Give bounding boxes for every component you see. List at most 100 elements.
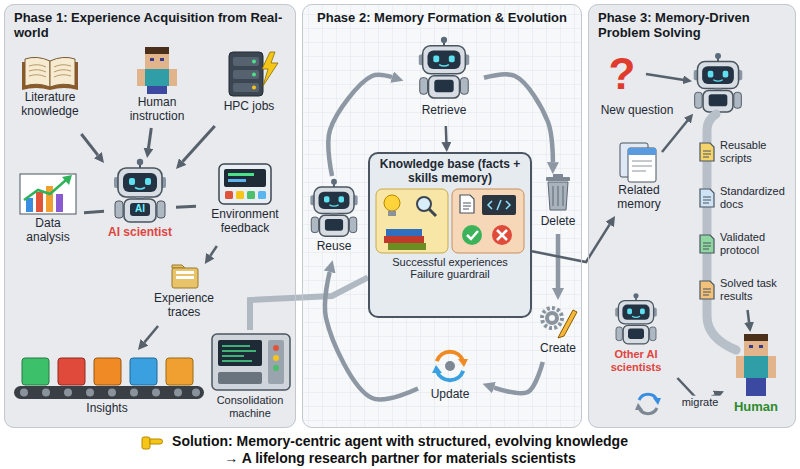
item-label: Experience traces: [138, 292, 230, 320]
icon-space: [596, 140, 682, 184]
knowledge-base-art: [417, 197, 431, 211]
knowledge-base-art: [388, 243, 426, 250]
human-figure: [150, 58, 154, 61]
create-icon: [542, 308, 577, 338]
kb-title: Knowledge base (facts + skills memory): [376, 158, 524, 186]
conveyor-belt: [130, 389, 138, 397]
kb-note: Failure guardrail: [376, 268, 524, 281]
consolidation-machine: [273, 355, 279, 361]
trash-can: [546, 177, 570, 181]
output-doc: Validated protocol: [696, 224, 794, 264]
icon-space: [138, 264, 230, 292]
knowledge-base-art: [497, 230, 507, 240]
create-icon: [542, 308, 562, 328]
phase-heading: Phase 1: Experience Acquisition from Rea…: [14, 11, 286, 41]
book-icon: [22, 57, 78, 90]
trace-folder: [176, 271, 194, 274]
memory-arrow: [662, 120, 688, 152]
feedback-screen: [258, 191, 266, 199]
conveyor-belt: [166, 358, 193, 385]
item-label: Retrieve: [406, 104, 482, 118]
conveyor-belt: [94, 358, 121, 385]
robot-chest-label: AI: [130, 204, 150, 214]
ai-scientist-robot: [114, 159, 166, 222]
human-figure: [145, 47, 169, 54]
icon-space: [14, 54, 86, 91]
feedback-screen: [236, 191, 244, 199]
human-figure: [736, 334, 776, 396]
conveyor-belt: [14, 386, 204, 399]
knowledge-base-art: [452, 189, 524, 253]
source-item: Data analysis: [12, 172, 84, 258]
memory-item: Related memory: [594, 140, 684, 216]
feedback-screen: [219, 164, 271, 204]
book-icon: [29, 65, 71, 77]
operation-item: Update: [418, 346, 482, 418]
consolidation-machine: [268, 340, 284, 384]
icon-space: [216, 50, 282, 100]
connector: [84, 211, 104, 212]
human-figure: [145, 47, 169, 69]
item-label: Human instruction: [114, 96, 200, 124]
machine-box: Consolidation machine: [206, 330, 294, 426]
human-figure: [744, 334, 768, 356]
conveyor-belt: [130, 358, 157, 385]
connector: [183, 126, 215, 162]
connector: [144, 326, 158, 342]
connector: [176, 205, 196, 209]
icon-space: [306, 176, 362, 240]
item-label: Solved task results: [720, 277, 792, 302]
trace-item: Experience traces: [136, 264, 232, 326]
kb-note: Successful experiences: [376, 256, 524, 269]
server-icon: [229, 52, 263, 96]
conveyor-belt: [58, 358, 85, 385]
icon-space: [726, 332, 786, 400]
item-label: New question: [594, 104, 680, 118]
human-figure: [768, 356, 776, 378]
knowledge-base-art: [492, 225, 512, 245]
pointing-hand: [142, 437, 150, 449]
item-label: Human: [726, 400, 786, 415]
item-label: Insights: [14, 402, 200, 416]
related-memory-icon: [632, 161, 652, 171]
human-figure: [749, 345, 753, 348]
protocol-doc-icon: [700, 235, 714, 253]
phase-heading: Phase 2: Memory Formation & Evolution: [312, 11, 572, 26]
cycle-connector: [494, 362, 543, 393]
panel-ground: [302, 4, 582, 428]
create-icon: [549, 315, 555, 321]
caption-holder: Solution: Memory-centric agent with stru…: [168, 433, 632, 467]
icon-space: [198, 162, 292, 208]
trash-can: [553, 186, 563, 206]
related-memory-icon: [628, 148, 656, 182]
knowledge-base-art: [388, 211, 396, 216]
icon-space: [420, 346, 480, 388]
item-label: Delete: [538, 215, 578, 229]
chart-icon: [20, 174, 76, 214]
chart-icon: [46, 186, 53, 212]
item-label: HPC jobs: [216, 100, 282, 114]
label-holder: ?: [604, 52, 640, 96]
icon-space: [14, 172, 82, 217]
phase-heading: Phase 3: Memory-Driven Problem Solving: [598, 11, 786, 41]
panel-ground: [302, 4, 582, 428]
human-figure: [744, 356, 768, 378]
solver-robot: [694, 53, 743, 112]
output-doc: Standardized docs: [696, 178, 794, 218]
phase-panel: Phase 2: Memory Formation & EvolutionRet…: [302, 4, 582, 428]
conveyor-belt: [64, 389, 72, 397]
consolidation-machine: [212, 334, 290, 390]
related-memory-icon: [620, 143, 656, 182]
chart-icon: [36, 192, 43, 212]
caption: Solution: Memory-centric agent with stru…: [168, 433, 632, 467]
panel-ground: [4, 4, 296, 428]
icon-space: [538, 174, 578, 215]
pointing-hand: [150, 439, 163, 444]
feedback-screen: [228, 179, 246, 182]
conveyor-belt: [14, 358, 204, 399]
item-label: AI scientist: [106, 226, 174, 240]
knowledge-base-art: [429, 209, 436, 216]
conveyor-belt: [42, 389, 50, 397]
migrate-icon: [635, 394, 661, 413]
server-icon: [229, 52, 278, 96]
